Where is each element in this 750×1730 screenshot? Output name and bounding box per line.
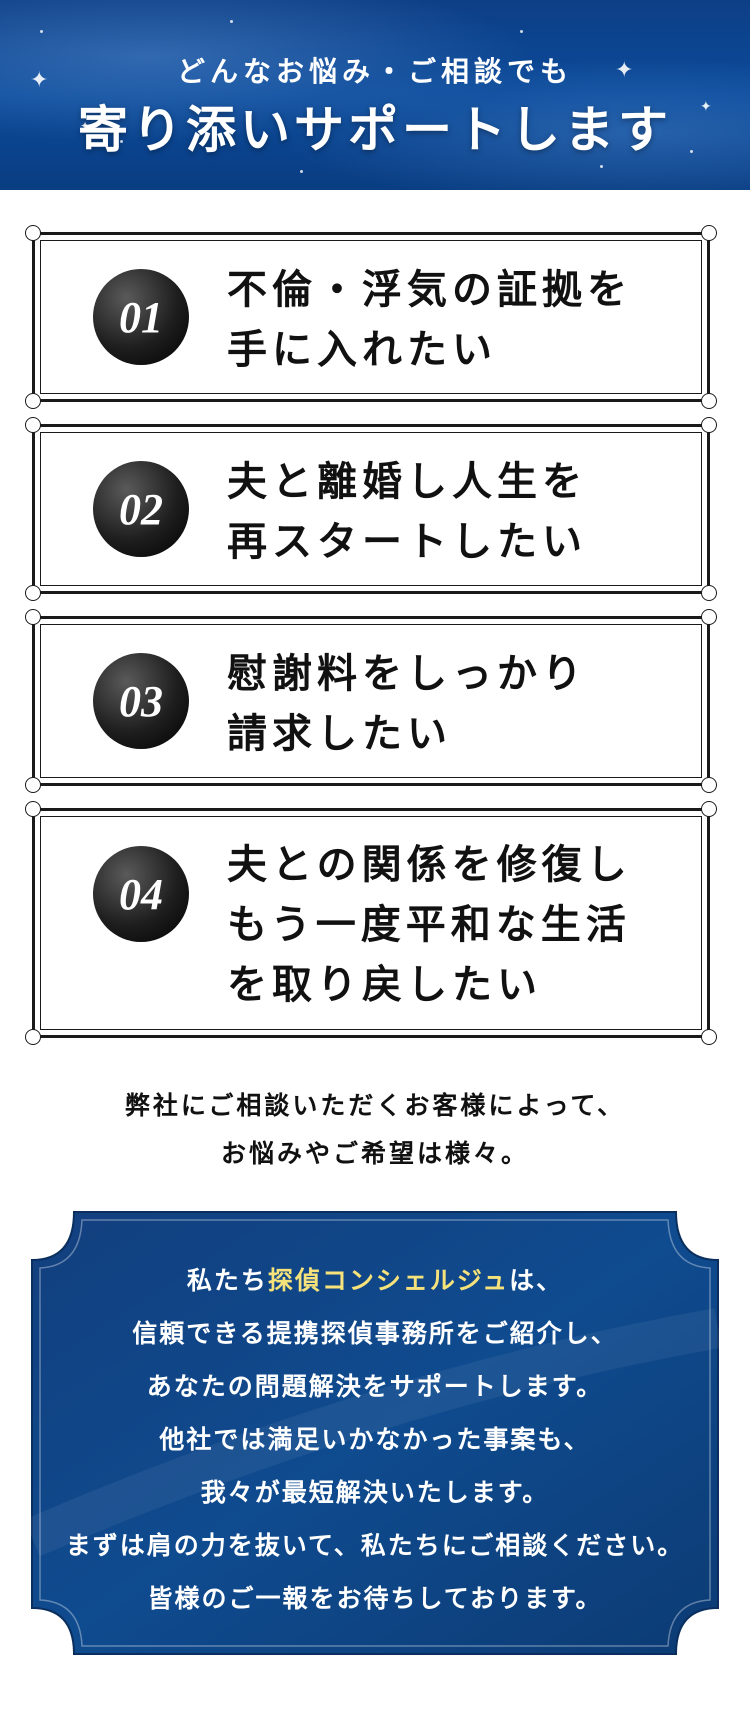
star-decoration (300, 170, 303, 173)
concern-card-03: 03 慰謝料をしっかり 請求したい (25, 609, 717, 793)
message-line: まずは肩の力を抜いて、私たちにご相談ください。 (65, 1531, 685, 1560)
star-decoration (520, 30, 523, 33)
star-decoration (230, 20, 233, 23)
corner-notch (701, 225, 717, 241)
concern-card-01: 01 不倫・浮気の証拠を 手に入れたい (25, 225, 717, 409)
intro-text: 弊社にご相談いただくお客様によって、 お悩みやご希望は様々。 (0, 1082, 750, 1178)
star-decoration (40, 30, 43, 33)
sparkle-icon: ✦ (615, 58, 634, 83)
message-suffix: は、 (509, 1266, 564, 1295)
message-line: 信頼できる提携探偵事務所をご紹介し、 (132, 1319, 618, 1348)
header-banner: ✦ ✦ ✦ ✦ どんなお悩み・ご相談でも 寄り添いサポートします (0, 0, 750, 190)
corner-notch (25, 801, 41, 817)
concern-text: 慰謝料をしっかり 請求したい (227, 644, 687, 764)
brand-highlight: 探偵コンシェルジュ (267, 1266, 510, 1295)
concern-number: 04 (93, 846, 189, 942)
corner-notch (701, 393, 717, 409)
corner-notch (25, 393, 41, 409)
message-line: 皆様のご一報をお待ちしております。 (147, 1584, 603, 1613)
concern-text: 夫と離婚し人生を 再スタートしたい (227, 452, 687, 572)
star-decoration (600, 165, 603, 168)
corner-notch (25, 585, 41, 601)
concern-text-line: 手に入れたい (227, 326, 497, 373)
corner-notch (701, 585, 717, 601)
concern-text-line: 不倫・浮気の証拠を (227, 266, 632, 313)
message-panel: 私たち探偵コンシェルジュは、 信頼できる提携探偵事務所をご紹介し、 あなたの問題… (0, 1208, 750, 1658)
corner-notch (701, 609, 717, 625)
panel-frame (24, 1211, 722, 1655)
message-prefix: 私たち (186, 1266, 268, 1295)
concern-number: 01 (93, 269, 189, 365)
message-line: あなたの問題解決をサポートします。 (146, 1372, 604, 1401)
concern-text-line: 再スタートしたい (227, 518, 587, 565)
concern-text: 夫との関係を修復し もう一度平和な生活 を取り戻したい (227, 835, 687, 1015)
sparkle-icon: ✦ (30, 68, 49, 93)
message-line: 我々が最短解決いたします。 (200, 1478, 550, 1507)
message-line: 他社では満足いかなかった事案も、 (159, 1425, 591, 1454)
header-title: 寄り添いサポートします (78, 100, 672, 159)
concern-card-04: 04 夫との関係を修復し もう一度平和な生活 を取り戻したい (25, 801, 717, 1045)
concern-text-line: 慰謝料をしっかり (227, 650, 587, 697)
intro-line: 弊社にご相談いただくお客様によって、 (124, 1091, 626, 1120)
concern-card-02: 02 夫と離婚し人生を 再スタートしたい (25, 417, 717, 601)
concern-text-line: 請求したい (227, 710, 452, 757)
corner-notch (25, 417, 41, 433)
message-line: 私たち探偵コンシェルジュは、 (0, 1254, 750, 1307)
sparkle-icon: ✦ (700, 99, 712, 115)
corner-notch (25, 609, 41, 625)
corner-notch (701, 777, 717, 793)
corner-notch (701, 417, 717, 433)
concern-text-line: を取り戻したい (227, 961, 542, 1008)
concern-text-line: 夫との関係を修復し (227, 841, 632, 888)
header-subtitle: どんなお悩み・ご相談でも (176, 55, 573, 88)
concern-number: 03 (93, 653, 189, 749)
intro-line: お悩みやご希望は様々。 (220, 1139, 529, 1168)
corner-notch (25, 225, 41, 241)
corner-notch (701, 801, 717, 817)
concern-text-line: 夫と離婚し人生を (227, 458, 587, 505)
star-decoration (120, 140, 123, 143)
corner-notch (25, 777, 41, 793)
concern-text: 不倫・浮気の証拠を 手に入れたい (227, 260, 687, 380)
sparkle-icon: ✦ (80, 119, 91, 133)
corner-notch (25, 1029, 41, 1045)
star-decoration (690, 150, 693, 153)
concern-text-line: もう一度平和な生活 (227, 901, 631, 948)
message-text: 私たち探偵コンシェルジュは、 信頼できる提携探偵事務所をご紹介し、 あなたの問題… (0, 1254, 750, 1625)
concern-number: 02 (93, 461, 189, 557)
corner-notch (701, 1029, 717, 1045)
